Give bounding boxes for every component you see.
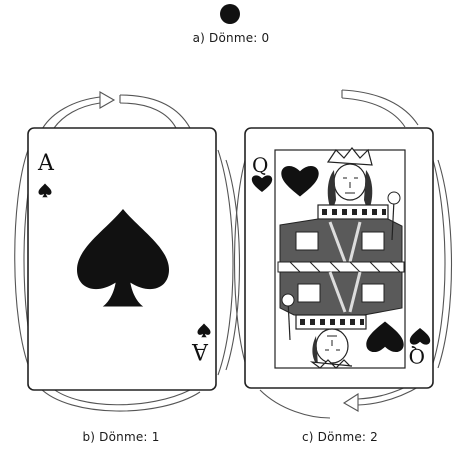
ace-rank-bottom: A <box>191 338 209 363</box>
queen-of-hearts-card: Q Q <box>244 127 434 389</box>
rotation-zero-dot <box>220 4 240 24</box>
queen-rank-top: Q <box>252 153 268 177</box>
caption-rotation-1: b) Dönme: 1 <box>82 430 160 444</box>
caption-rotation-0: a) Dönme: 0 <box>192 31 270 45</box>
ace-of-spades-card: A A <box>27 127 217 391</box>
caption-rotation-2: c) Dönme: 2 <box>301 430 379 444</box>
ace-rank-top: A <box>37 151 55 176</box>
ace-rotation-arrows <box>14 91 240 412</box>
queen-rotation-arrows <box>233 89 452 419</box>
queen-court-figure <box>277 147 405 369</box>
queen-rank-bottom: Q <box>409 344 425 368</box>
